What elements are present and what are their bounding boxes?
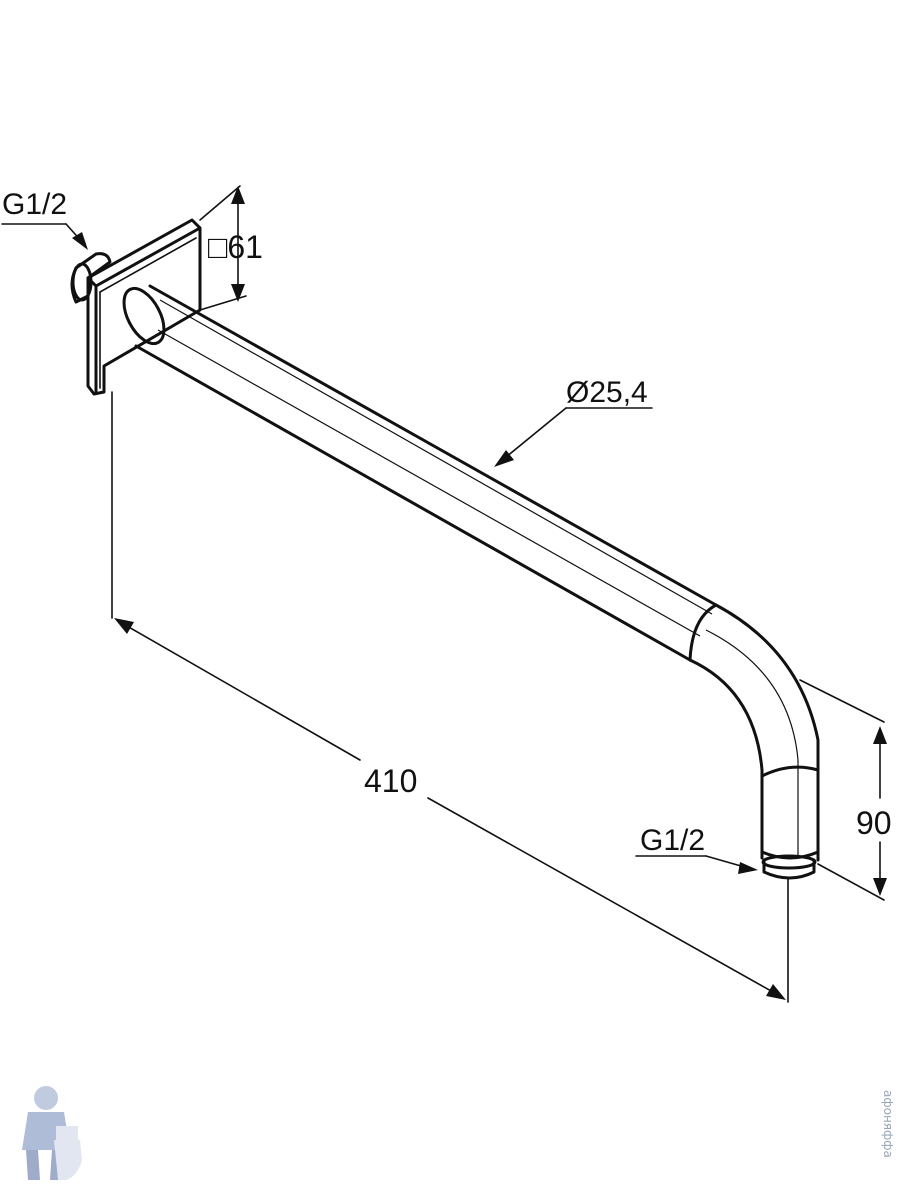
rear-thread-connector — [70, 252, 112, 304]
label-tube-diameter: Ø25,4 — [566, 376, 648, 409]
label-thread-top: G1/2 — [2, 188, 67, 221]
watermark-vertical-text: афоняффа — [881, 1090, 895, 1158]
plumber-mascot-icon — [22, 1086, 82, 1180]
label-length: 410 — [364, 763, 417, 799]
label-height: 90 — [856, 805, 892, 841]
label-plate-size: □61 — [208, 229, 263, 265]
dimension-plate-size — [199, 185, 247, 311]
thread-top-leader — [1, 223, 88, 250]
dimension-length — [111, 391, 789, 1003]
thread-bottom-leader — [635, 855, 758, 874]
wall-plate — [86, 218, 202, 396]
dimension-height — [799, 679, 887, 901]
label-thread-bottom: G1/2 — [640, 824, 705, 857]
shower-arm-tube — [122, 284, 820, 880]
dimension-diameter-leader — [494, 407, 653, 467]
